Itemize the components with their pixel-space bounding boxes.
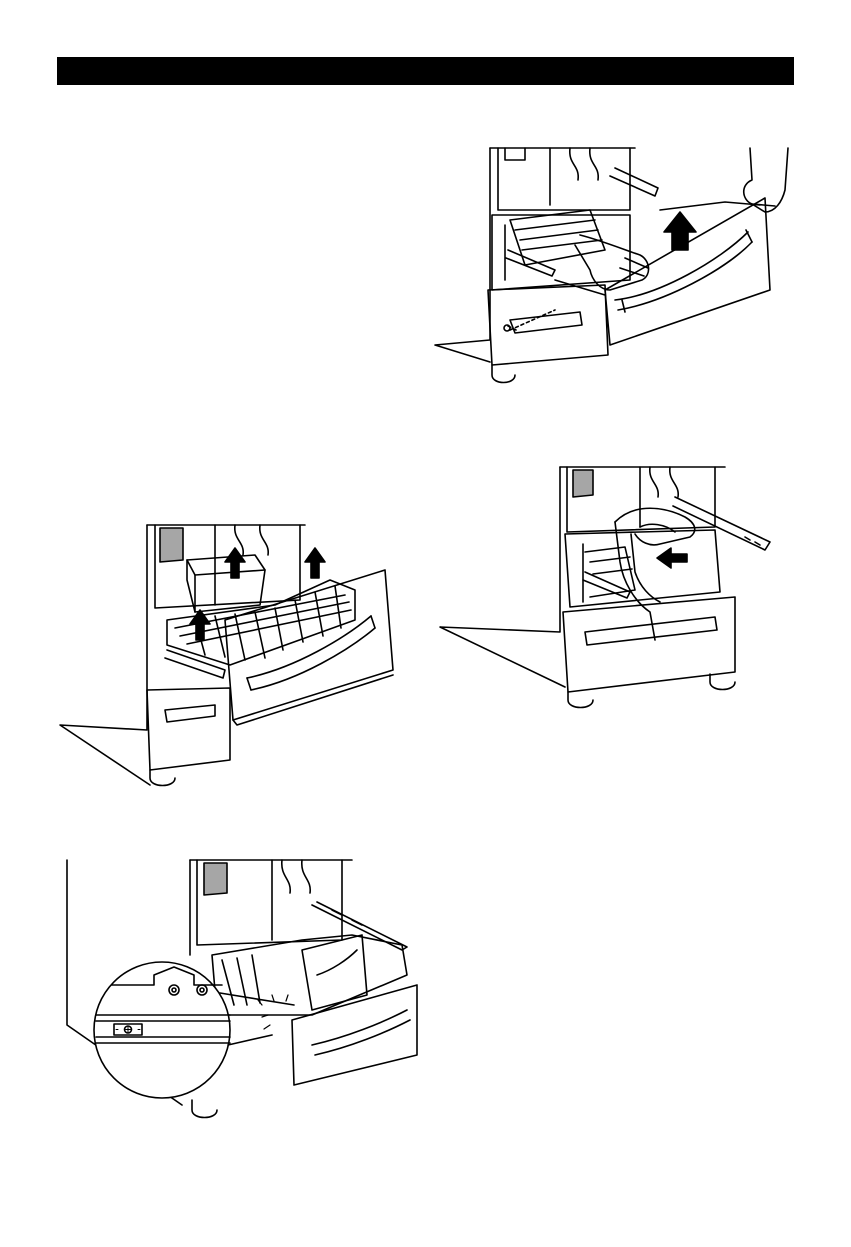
section-header-bar [57, 57, 794, 85]
remove-drawer-lift-icon [430, 140, 790, 390]
remove-baskets-illustration [55, 520, 405, 790]
rail-detail-illustration [62, 855, 417, 1125]
remove-drawer-lift-illustration [430, 140, 790, 390]
push-rails-in-illustration [435, 462, 775, 712]
rail-detail-magnifier-icon [62, 855, 417, 1125]
remove-baskets-icon [55, 520, 405, 790]
push-rail-in-icon [435, 462, 775, 712]
